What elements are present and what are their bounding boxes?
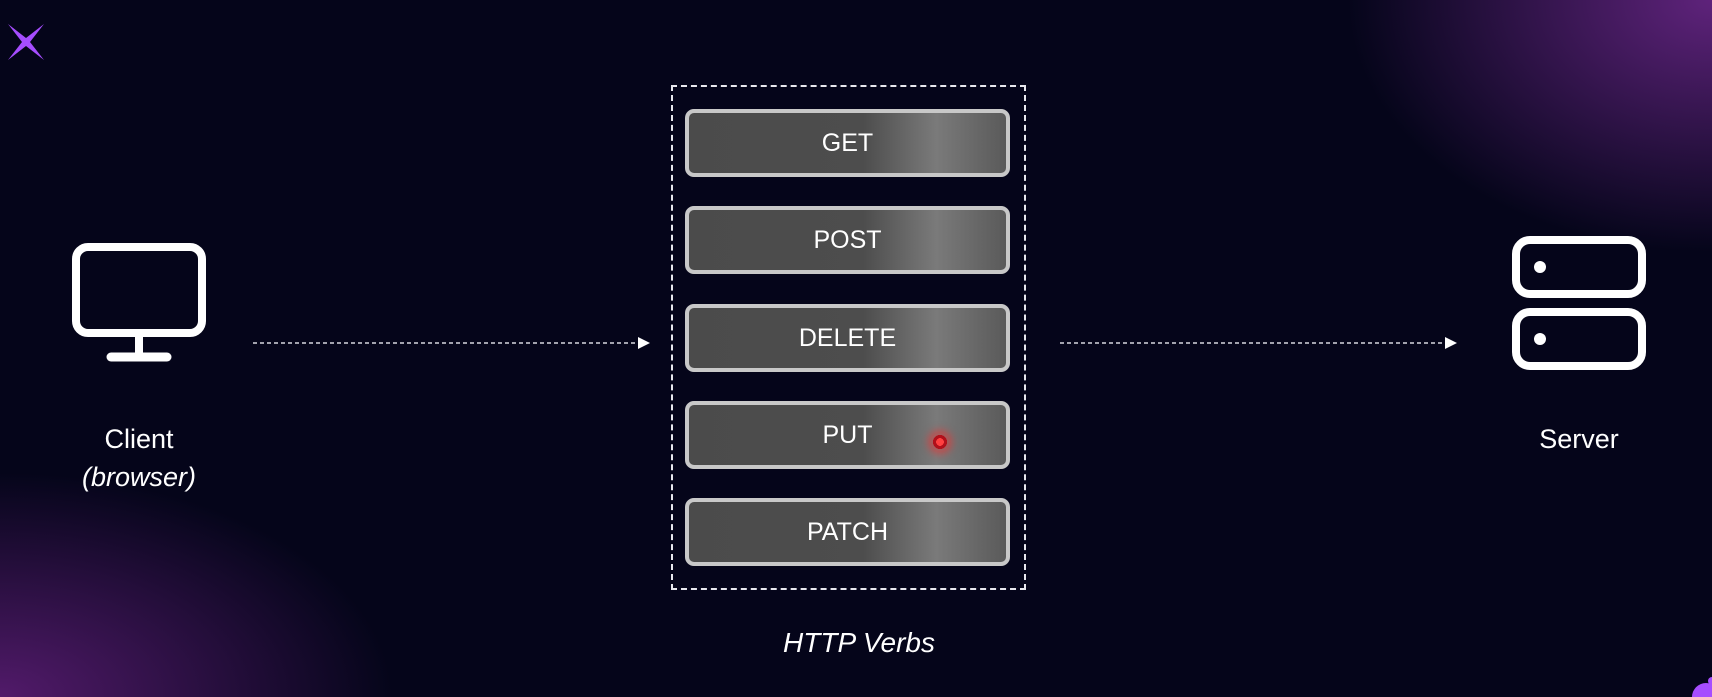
verb-post-button[interactable]: POST	[685, 206, 1010, 274]
client-to-verbs-arrow	[253, 337, 650, 349]
verbs-to-server-arrow	[1060, 337, 1457, 349]
http-verbs-group	[671, 85, 1026, 590]
monitor-icon	[72, 243, 206, 362]
server-icon	[1512, 236, 1646, 370]
corner-brand-icon	[1692, 677, 1712, 697]
client-label: Client	[104, 424, 174, 454]
verb-put-button[interactable]: PUT	[685, 401, 1010, 469]
server-label: Server	[1539, 424, 1619, 454]
client-sublabel: (browser)	[81, 462, 196, 492]
verbs-caption: HTTP Verbs	[783, 627, 935, 658]
sparkle-logo-icon	[8, 24, 44, 60]
verb-get-button[interactable]: GET	[685, 109, 1010, 177]
verb-delete-button[interactable]: DELETE	[685, 304, 1010, 372]
verb-patch-button[interactable]: PATCH	[685, 498, 1010, 566]
pointer-cursor-icon	[931, 433, 949, 451]
